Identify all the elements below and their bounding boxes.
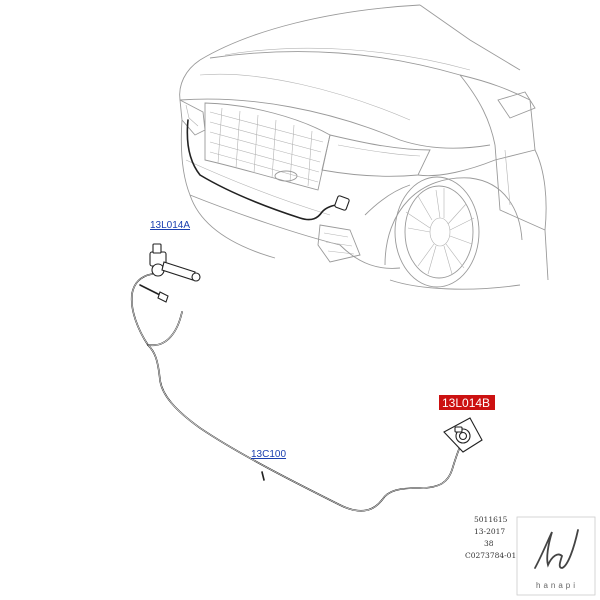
ref-line-2: 13-2017 — [474, 527, 505, 536]
ref-line-1: 5011615 — [474, 515, 508, 524]
highlight-box — [439, 395, 495, 410]
callout-sensor-b[interactable]: 13L014B — [442, 396, 490, 410]
callout-sensor-a[interactable]: 13L014A — [150, 220, 190, 231]
ref-line-4: C0273784-01 — [465, 551, 516, 560]
callout-sensor-b-highlight[interactable]: 13L014B — [439, 395, 495, 410]
callout-wiring[interactable]: 13C100 — [251, 449, 286, 460]
watermark: hanapi — [516, 516, 596, 596]
wiring-hose — [130, 273, 464, 512]
bumper-harness — [186, 119, 350, 221]
sensor-a-assembly — [149, 243, 201, 282]
watermark-logo-mark — [534, 529, 579, 569]
ref-line-3: 38 — [484, 539, 494, 548]
vehicle-front-illustration — [179, 4, 549, 290]
reference-block: 5011615 13-2017 38 C0273784-01 — [465, 515, 516, 560]
sensor-b-assembly — [443, 417, 483, 453]
watermark-brand: hanapi — [536, 581, 578, 590]
